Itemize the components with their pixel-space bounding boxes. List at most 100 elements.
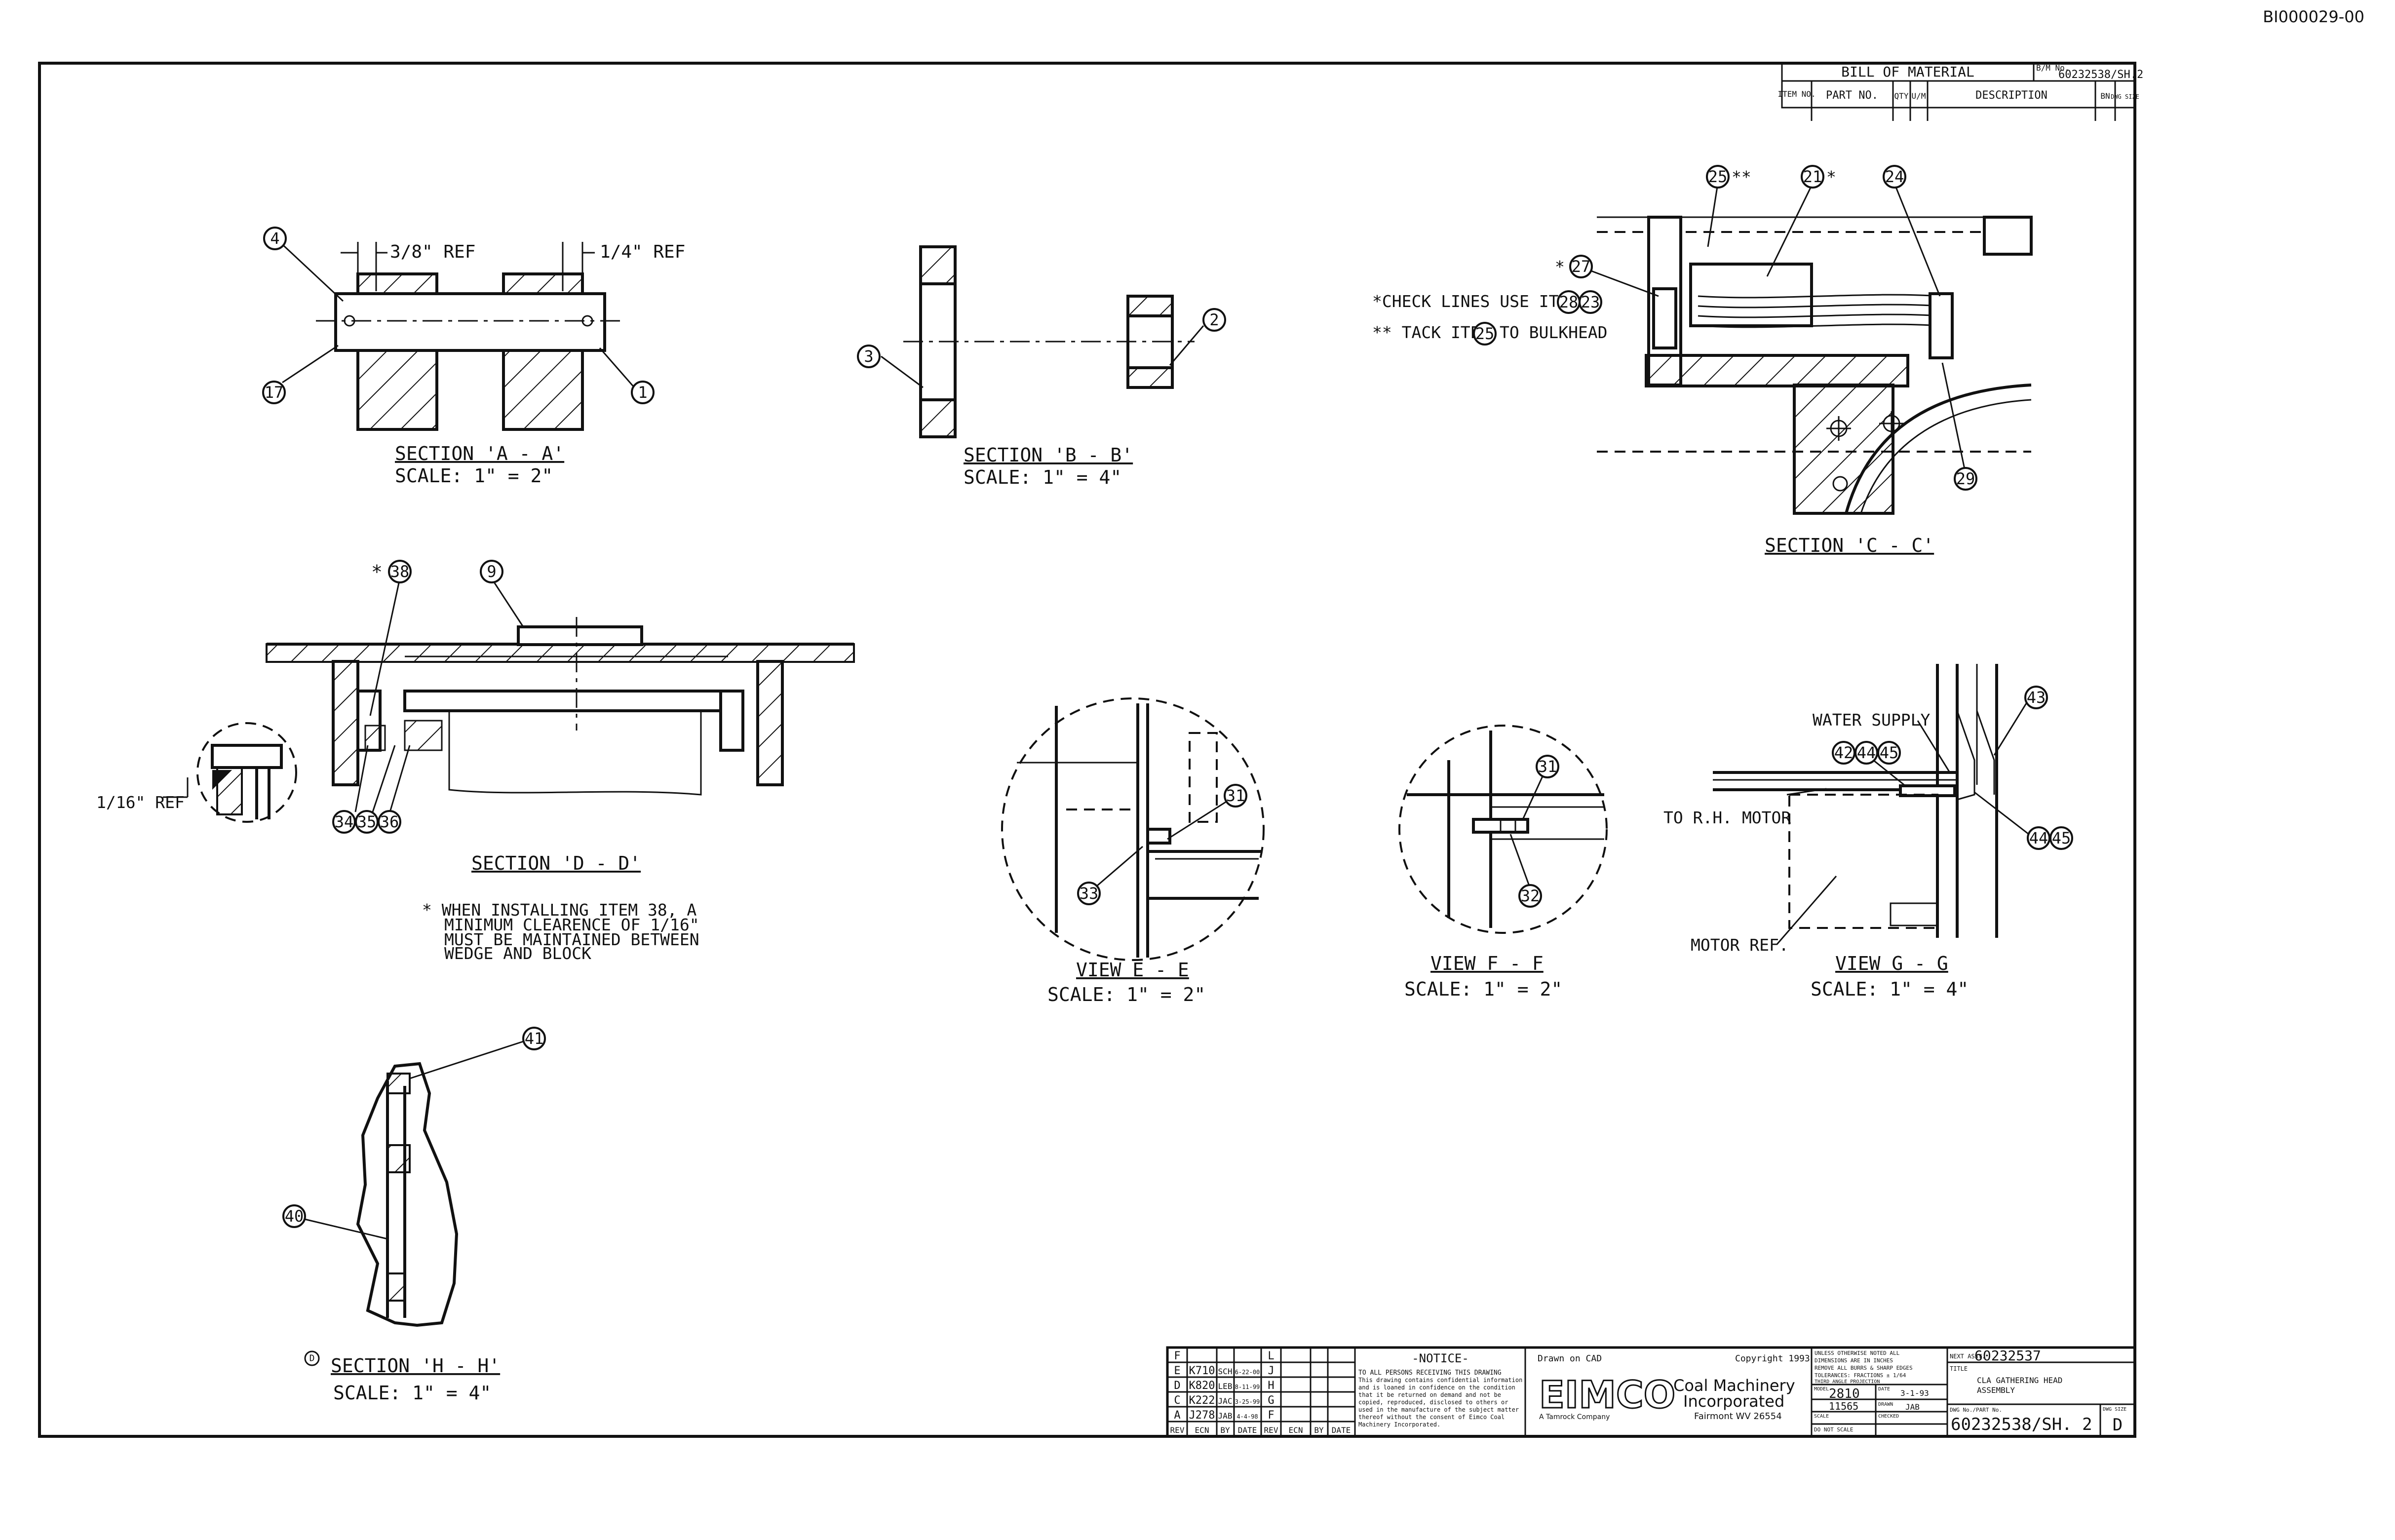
svg-text:34: 34: [335, 812, 354, 831]
svg-text:36: 36: [380, 812, 399, 831]
bom-col-item: ITEM NO.: [1777, 89, 1816, 99]
svg-text:25: 25: [1708, 167, 1728, 186]
svg-text:9: 9: [487, 562, 496, 581]
cc-mark: *: [1826, 167, 1836, 187]
rev-header: ECN: [1289, 1425, 1303, 1435]
svg-text:45: 45: [1880, 743, 1899, 762]
balloon: 24: [1883, 165, 1906, 189]
company-name-2: Incorporated: [1683, 1392, 1784, 1411]
notice-line: TO ALL PERSONS RECEIVING THIS DRAWING: [1358, 1369, 1502, 1377]
info-scale-label: SCALE: [1814, 1414, 1829, 1419]
company-logo: EIMCO: [1539, 1373, 1675, 1417]
svg-text:27: 27: [1572, 257, 1591, 276]
svg-text:38: 38: [390, 562, 410, 581]
info-item-no: 11565: [1829, 1400, 1858, 1412]
drawing-title-1: CLA GATHERING HEAD: [1977, 1376, 2062, 1385]
svg-text:41: 41: [525, 1029, 544, 1048]
rev-header: DATE: [1238, 1425, 1257, 1435]
balloon: 25: [1473, 322, 1497, 346]
gg-scale: SCALE: 1" = 4": [1811, 978, 1969, 1000]
info-unless: REMOVE ALL BURRS & SHARP EDGES: [1815, 1365, 1913, 1371]
svg-text:21: 21: [1803, 167, 1822, 186]
gg-water-supply: WATER SUPPLY: [1813, 710, 1931, 730]
ee-scale: SCALE: 1" = 2": [1047, 984, 1205, 1005]
dd-note-line: WEDGE AND BLOCK: [444, 944, 591, 963]
info-date: 3-1-93: [1900, 1388, 1929, 1398]
bom-col-um: U/M: [1912, 91, 1926, 101]
info-unless: DIMENSIONS ARE IN INCHES: [1815, 1357, 1893, 1364]
balloon: 17: [262, 381, 286, 404]
dd-note-line: * WHEN INSTALLING ITEM 38, A: [422, 900, 696, 920]
info-noscale: DO NOT SCALE: [1814, 1426, 1853, 1433]
cc-mark: *: [1555, 257, 1565, 276]
rev-header: DATE: [1332, 1425, 1351, 1435]
cc-title: SECTION 'C - C': [1765, 535, 1934, 556]
rev-by: JAB: [1218, 1411, 1233, 1421]
ee-title: VIEW E - E: [1076, 959, 1189, 981]
company-city: Fairmont WV 26554: [1694, 1411, 1782, 1422]
balloon: 42: [1832, 741, 1855, 765]
bom-col-bn: BN: [2100, 91, 2110, 101]
gg-to-motor: TO R.H. MOTOR: [1663, 808, 1791, 827]
dwg-size: D: [2113, 1415, 2123, 1435]
rev-by: JAC: [1218, 1396, 1233, 1406]
bom-col-desc: DESCRIPTION: [1975, 89, 2047, 102]
rev-date: 6-22-00: [1235, 1369, 1260, 1376]
bb-scale: SCALE: 1" = 4": [964, 466, 1121, 488]
cc-note-tack: ** TACK ITEM: [1372, 323, 1490, 342]
dwg-size-label: DWG SIZE: [2103, 1407, 2126, 1412]
svg-text:44: 44: [2029, 829, 2048, 847]
svg-text:24: 24: [1885, 167, 1904, 186]
rev-ecn: K820: [1189, 1380, 1215, 1392]
svg-text:31: 31: [1538, 757, 1557, 776]
next-assy: 60232537: [1974, 1348, 2041, 1364]
balloon: 29: [1954, 467, 1977, 491]
view-e-e: 31 33 VIEW E - E SCALE: 1" = 2": [1001, 697, 1265, 1005]
section-d-d: 1/16" REF * 38 9 34 35 36 SECTION 'D - D…: [96, 560, 855, 963]
section-c-c: 25 ** 21 * 24 27 * 29 *CHECK LINES USE I…: [1372, 165, 2033, 556]
cc-mark: **: [1732, 167, 1751, 187]
svg-text:29: 29: [1956, 469, 1975, 488]
rev-header: ECN: [1195, 1425, 1209, 1435]
svg-text:23: 23: [1581, 293, 1600, 311]
aa-title: SECTION 'A - A': [395, 443, 564, 464]
svg-text:40: 40: [285, 1207, 304, 1226]
info-date-label: DATE: [1878, 1386, 1890, 1392]
balloon: 31: [1224, 784, 1247, 808]
bom-col-qty: QTY: [1894, 91, 1909, 101]
rev-right: F: [1268, 1409, 1274, 1422]
cc-note-check-lines: *CHECK LINES USE ITEM: [1372, 292, 1578, 311]
balloon: 45: [1877, 741, 1901, 765]
bom-ref-label: B/M No.: [2036, 63, 2069, 73]
title-label: TITLE: [1950, 1365, 1968, 1372]
company-parent: A Tamrock Company: [1539, 1413, 1610, 1421]
balloon: 31: [1536, 755, 1559, 778]
dwg-number: 60232538/SH. 2: [1951, 1415, 2092, 1434]
section-b-b: 3 2 SECTION 'B - B' SCALE: 1" = 4": [857, 245, 1226, 488]
balloon: 1: [631, 381, 655, 404]
view-marker: D: [304, 1350, 320, 1366]
dd-title: SECTION 'D - D': [471, 852, 641, 874]
info-drawn-by: JAB: [1905, 1402, 1920, 1412]
balloon: 41: [522, 1027, 546, 1050]
rev-date: 4-4-98: [1236, 1413, 1258, 1420]
balloon: 40: [282, 1204, 306, 1228]
drawn-on-cad: Drawn on CAD: [1538, 1353, 1602, 1364]
rev-header: BY: [1220, 1425, 1230, 1435]
svg-text:1: 1: [638, 383, 647, 402]
balloon: 25: [1706, 165, 1730, 189]
rev-date: 8-11-99: [1235, 1384, 1260, 1390]
bom-col-part: PART NO.: [1826, 89, 1878, 102]
bom-col-size: DWG SIZE: [2111, 93, 2139, 100]
balloon: 4: [263, 227, 287, 250]
svg-text:42: 42: [1834, 743, 1854, 762]
svg-text:43: 43: [2027, 688, 2046, 707]
svg-text:28: 28: [1559, 293, 1579, 311]
cc-note-tack-end: TO BULKHEAD: [1500, 323, 1608, 342]
svg-text:17: 17: [265, 383, 284, 402]
bb-title: SECTION 'B - B': [964, 444, 1133, 466]
rev-letter: C: [1174, 1394, 1180, 1407]
bom-header: BILL OF MATERIAL: [1841, 64, 1974, 80]
svg-text:D: D: [309, 1353, 315, 1364]
info-unless: UNLESS OTHERWISE NOTED ALL: [1815, 1350, 1900, 1356]
